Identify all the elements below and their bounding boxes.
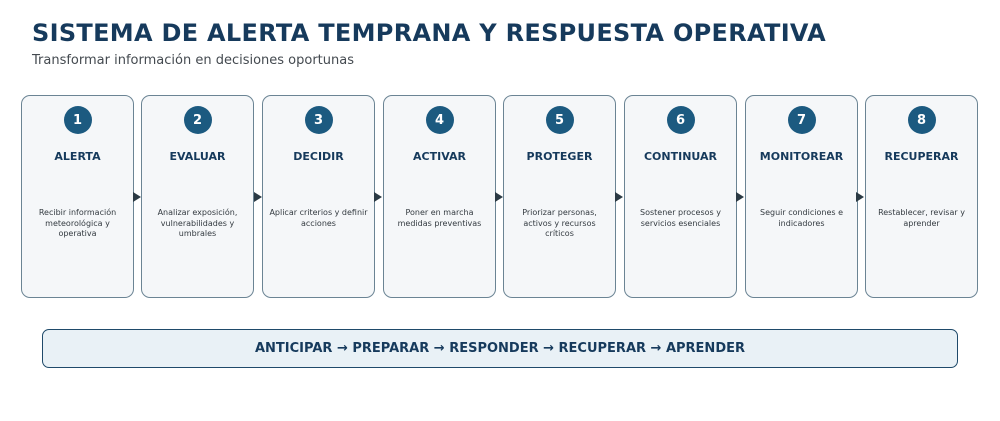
step-number-badge: 7 (787, 106, 816, 134)
step-label: EVALUAR (169, 150, 226, 163)
step-label: PROTEGER (526, 150, 593, 163)
page-subtitle: Transformar información en decisiones op… (32, 53, 354, 68)
step-card-evaluar: 2 EVALUAR Analizar exposición, vulnerabi… (141, 95, 254, 298)
step-label: CONTINUAR (643, 150, 717, 163)
step-card-proteger: 5 PROTEGER Priorizar personas, activos y… (503, 95, 616, 298)
step-description: Seguir condiciones e indicadores (759, 208, 843, 228)
step-label: ACTIVAR (413, 150, 466, 163)
step-card-recuperar: 8 RECUPERAR Restablecer, revisar y apren… (865, 95, 978, 298)
step-description: Recibir información meteorológica y oper… (38, 208, 117, 238)
step-number-badge: 4 (425, 106, 454, 134)
summary-banner: ANTICIPAR → PREPARAR → RESPONDER → RECUP… (42, 329, 958, 368)
step-number-badge: 6 (666, 106, 695, 134)
arrow-right-icon (615, 192, 623, 202)
step-number-badge: 2 (183, 106, 212, 134)
step-description: Poner en marcha medidas preventivas (397, 208, 482, 228)
page-title: SISTEMA DE ALERTA TEMPRANA Y RESPUESTA O… (32, 19, 827, 47)
arrow-right-icon (133, 192, 141, 202)
step-description: Sostener procesos y servicios esenciales (640, 208, 721, 228)
step-description: Restablecer, revisar y aprender (878, 208, 965, 228)
step-number-badge: 1 (63, 106, 92, 134)
step-number-badge: 3 (304, 106, 333, 134)
step-label: DECIDIR (293, 150, 344, 163)
step-card-monitorear: 7 MONITOREAR Seguir condiciones e indica… (745, 95, 858, 298)
arrow-right-icon (254, 192, 262, 202)
step-card-decidir: 3 DECIDIR Aplicar criterios y definir ac… (262, 95, 375, 298)
arrow-right-icon (495, 192, 503, 202)
step-number-badge: 5 (545, 106, 574, 134)
step-number-badge: 8 (907, 106, 936, 134)
step-label: RECUPERAR (884, 150, 959, 163)
step-label: MONITOREAR (759, 150, 844, 163)
arrow-right-icon (374, 192, 382, 202)
step-card-continuar: 6 CONTINUAR Sostener procesos y servicio… (624, 95, 737, 298)
arrow-right-icon (856, 192, 864, 202)
step-card-alerta: 1 ALERTA Recibir información meteorológi… (21, 95, 134, 298)
step-description: Analizar exposición, vulnerabilidades y … (157, 208, 238, 238)
arrow-right-icon (736, 192, 744, 202)
step-label: ALERTA (54, 150, 101, 163)
step-description: Aplicar criterios y definir acciones (269, 208, 368, 228)
step-card-activar: 4 ACTIVAR Poner en marcha medidas preven… (383, 95, 496, 298)
step-description: Priorizar personas, activos y recursos c… (522, 208, 597, 238)
